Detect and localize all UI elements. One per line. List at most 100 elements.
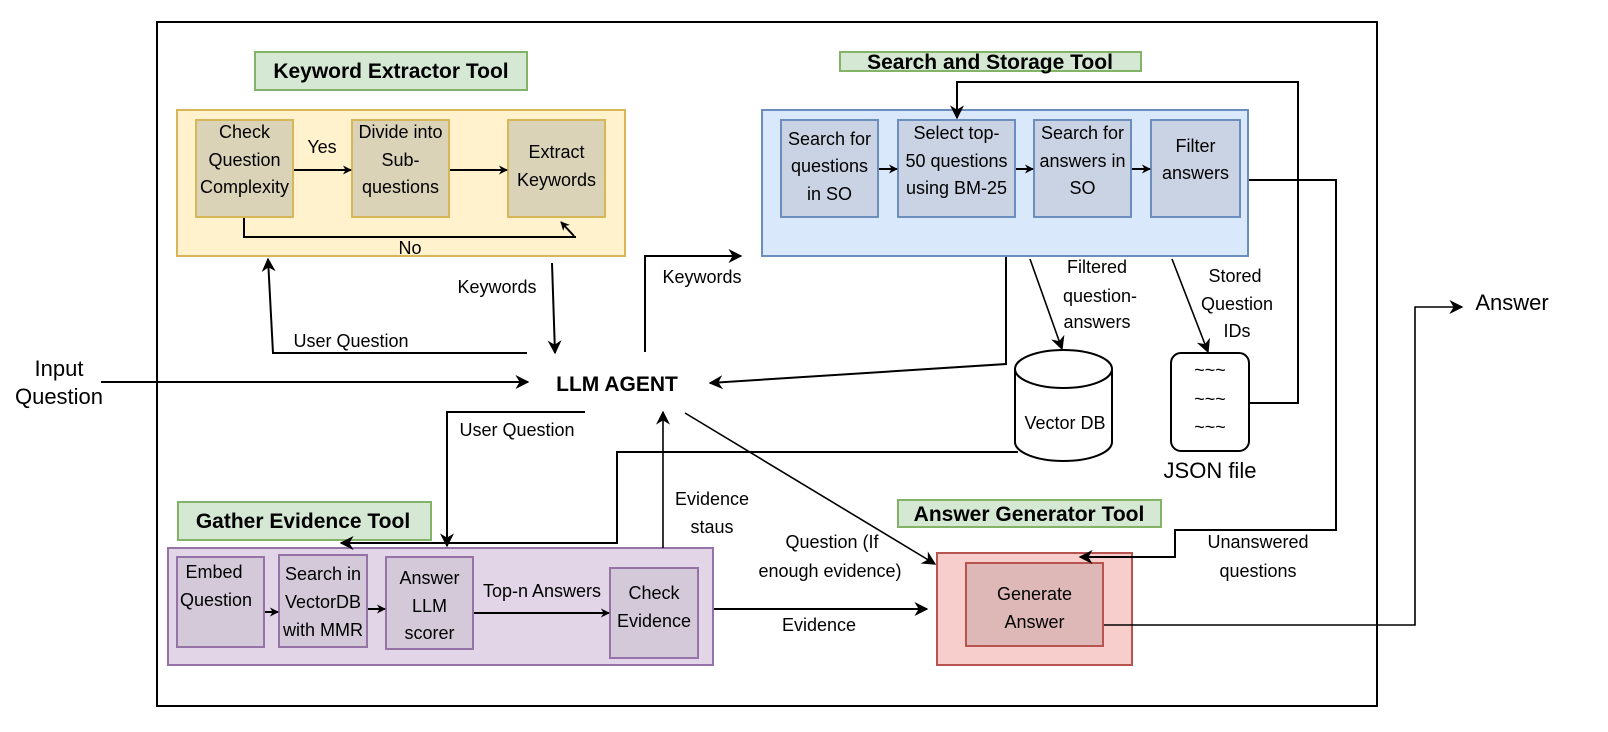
system-boundary	[156, 21, 1378, 707]
answer-output-label: Answer	[1475, 290, 1548, 315]
gather-step-check-evidence[interactable]: Check Evidence	[609, 567, 699, 659]
search-tool-title: Search and Storage Tool	[867, 51, 1113, 74]
edge-json-to-select-top50	[950, 81, 1299, 404]
edge-label-yes: Yes	[307, 137, 336, 157]
step-label: Check	[628, 583, 680, 603]
vector-db-label: Vector DB	[1024, 413, 1105, 433]
step-label: Embed	[185, 562, 242, 582]
step-label: 50 questions	[905, 151, 1007, 171]
edge-label-evidence: Evidence	[782, 615, 856, 635]
llm-agent[interactable]: LLM AGENT	[556, 373, 678, 396]
edge-label-filtered: Filtered	[1067, 257, 1127, 277]
edge-no	[243, 218, 576, 238]
step-label: Search for	[1041, 123, 1124, 143]
edge-vector-db-to-gather	[339, 451, 1018, 550]
step-label: answers	[1162, 163, 1229, 183]
edge-label-question-if: enough evidence)	[758, 561, 901, 581]
edge-no-arrow	[560, 221, 575, 237]
edge-label-stored: IDs	[1224, 321, 1251, 341]
keyword-extractor-tool: Keyword Extractor Tool Check Question Co…	[176, 51, 626, 258]
edge-label-filtered: question-	[1063, 286, 1137, 306]
step-label: Select top-	[913, 123, 999, 143]
edge-agent-to-gather-tool	[440, 411, 585, 548]
step-label: Search for	[788, 129, 871, 149]
answer-step-generate[interactable]: Generate Answer	[965, 562, 1104, 647]
keyword-tool-title: Keyword Extractor Tool	[273, 60, 508, 83]
answer-generator-tool: Answer Generator Tool Generate Answer	[897, 499, 1162, 666]
step-label: SO	[1069, 178, 1095, 198]
edge-to-vector-db	[1029, 258, 1065, 351]
search-step-filter-answers[interactable]: Filter answers	[1150, 119, 1241, 218]
edge-label-unanswered: Unanswered	[1207, 532, 1308, 552]
answer-tool-title: Answer Generator Tool	[914, 503, 1145, 526]
step-label: Sub-	[381, 150, 419, 170]
json-file[interactable]: ~~~ ~~~ ~~~	[1170, 352, 1250, 452]
step-label: questions	[791, 156, 868, 176]
edge-label-filtered: answers	[1063, 312, 1130, 332]
edge-label-user-question-bottom: User Question	[459, 420, 574, 440]
edge-unanswered-questions	[1078, 179, 1337, 564]
step-label: Complexity	[200, 177, 289, 197]
step-label: Question	[208, 150, 280, 170]
edge-label-stored: Stored	[1208, 266, 1261, 286]
gather-tool-title: Gather Evidence Tool	[196, 510, 410, 533]
step-label: VectorDB	[285, 592, 361, 612]
json-line: ~~~	[1194, 417, 1226, 437]
search-step-questions-in-so[interactable]: Search for questions in SO	[780, 119, 879, 218]
keyword-step-divide-subquestions[interactable]: Divide into Sub- questions	[351, 119, 450, 218]
keyword-step-check-complexity[interactable]: Check Question Complexity	[195, 119, 294, 218]
keyword-tool-title-box[interactable]	[254, 51, 528, 91]
step-label: Answer	[1004, 612, 1064, 632]
step-label: Question	[180, 590, 252, 610]
edge-agent-to-answer-generator	[684, 412, 937, 565]
edge-label-evidence-status: staus	[690, 517, 733, 537]
json-line: ~~~	[1194, 360, 1226, 380]
edge-label-user-question-top: User Question	[293, 331, 408, 351]
step-label: scorer	[404, 623, 454, 643]
step-label: Generate	[997, 584, 1072, 604]
edge-label-no: No	[398, 238, 421, 258]
edge-label-unanswered: questions	[1219, 561, 1296, 581]
gather-evidence-tool: Gather Evidence Tool Embed Question Sear…	[167, 501, 714, 666]
input-question-label: Input	[35, 356, 84, 381]
edge-label-evidence-status: Evidence	[675, 489, 749, 509]
step-label: Answer	[399, 568, 459, 588]
edge-label-keywords-out: Keywords	[662, 267, 741, 287]
step-label: Filter	[1176, 136, 1216, 156]
step-label: answers in	[1039, 151, 1125, 171]
step-label: Search in	[285, 564, 361, 584]
answer-tool-title-box[interactable]	[897, 499, 1162, 528]
step-label: with MMR	[282, 620, 363, 640]
json-line: ~~~	[1194, 389, 1226, 409]
gather-step-search-vectordb[interactable]: Search in VectorDB with MMR	[278, 554, 368, 648]
edge-agent-to-keyword-tool	[261, 257, 527, 354]
search-tool-title-box[interactable]	[839, 51, 1142, 72]
input-question-label: Question	[15, 384, 103, 409]
search-step-select-top50[interactable]: Select top- 50 questions using BM-25	[897, 119, 1016, 218]
step-label: using BM-25	[906, 178, 1007, 198]
edge-label-stored: Question	[1201, 294, 1273, 314]
edge-keywords-to-agent	[547, 262, 562, 355]
json-file-label: JSON file	[1164, 458, 1257, 483]
edge-to-json-file	[1171, 258, 1210, 354]
gather-step-embed-question[interactable]: Embed Question	[176, 556, 265, 648]
search-storage-tool: Search and Storage Tool Search for quest…	[761, 51, 1249, 257]
edge-agent-to-search-tool	[644, 249, 743, 352]
step-label: questions	[362, 177, 439, 197]
edge-label-keywords-in: Keywords	[457, 277, 536, 297]
step-label: Divide into	[358, 122, 442, 142]
search-step-answers-in-so[interactable]: Search for answers in SO	[1033, 119, 1132, 218]
edge-search-tool-to-agent	[708, 257, 1007, 390]
gather-step-answer-llm-scorer[interactable]: Answer LLM scorer	[385, 556, 474, 650]
step-label: Evidence	[617, 611, 691, 631]
step-label: in SO	[807, 184, 852, 204]
step-label: Check	[219, 122, 271, 142]
vector-db[interactable]: Vector DB	[1014, 349, 1113, 462]
step-label: Extract	[528, 142, 584, 162]
edge-label-question-if: Question (If	[785, 532, 879, 552]
keyword-step-extract-keywords[interactable]: Extract Keywords	[507, 119, 606, 218]
step-label: LLM	[412, 596, 447, 616]
edge-label-top-n: Top-n Answers	[483, 581, 601, 601]
gather-tool-title-box[interactable]	[177, 501, 432, 541]
